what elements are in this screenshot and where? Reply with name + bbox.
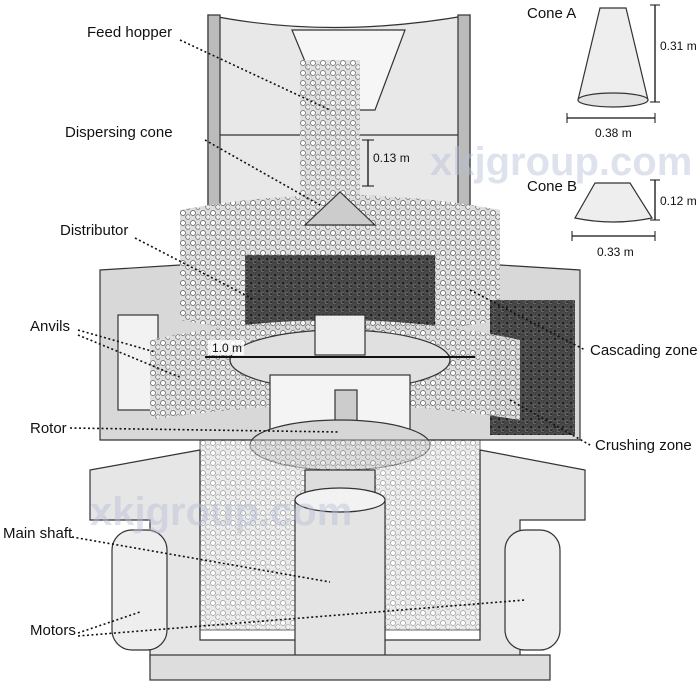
svg-text:0.31 m: 0.31 m	[660, 39, 697, 53]
leader-lines	[69, 39, 591, 637]
cone-b-illustration: Cone B 0.12 m 0.33 m	[527, 178, 697, 259]
distributor-label: Distributor	[60, 222, 128, 239]
cascading-zone-label: Cascading zone	[590, 342, 698, 359]
main-shaft	[294, 469, 386, 666]
dispersing-cone	[303, 191, 377, 226]
svg-text:0.33 m: 0.33 m	[597, 245, 634, 259]
svg-text:0.38 m: 0.38 m	[595, 126, 632, 140]
watermark-2: xkjgroup.com	[90, 490, 352, 534]
cone-a-illustration: Cone A 0.31 m 0.38 m	[527, 4, 697, 140]
cone-gap-dimension: 0.13 m	[362, 139, 410, 187]
anvils-label: Anvils	[30, 318, 70, 335]
cone-b-label: Cone B	[527, 178, 577, 195]
motors	[111, 529, 561, 681]
rotor-label: Rotor	[30, 420, 67, 437]
crushing-zone-label: Crushing zone	[595, 437, 692, 454]
cone-a-label: Cone A	[527, 5, 576, 22]
dispersing-cone-label: Dispersing cone	[65, 124, 173, 141]
feed-hopper-label: Feed hopper	[87, 24, 172, 41]
motors-label: Motors	[30, 622, 76, 639]
svg-text:0.13 m: 0.13 m	[373, 151, 410, 165]
rotor-diameter-dimension: 1.0 m	[205, 340, 475, 358]
svg-text:0.12 m: 0.12 m	[660, 194, 697, 208]
main-shaft-label: Main shaft	[3, 525, 73, 542]
watermark: xkjgroup.com	[430, 140, 692, 184]
svg-text:1.0 m: 1.0 m	[212, 341, 242, 355]
